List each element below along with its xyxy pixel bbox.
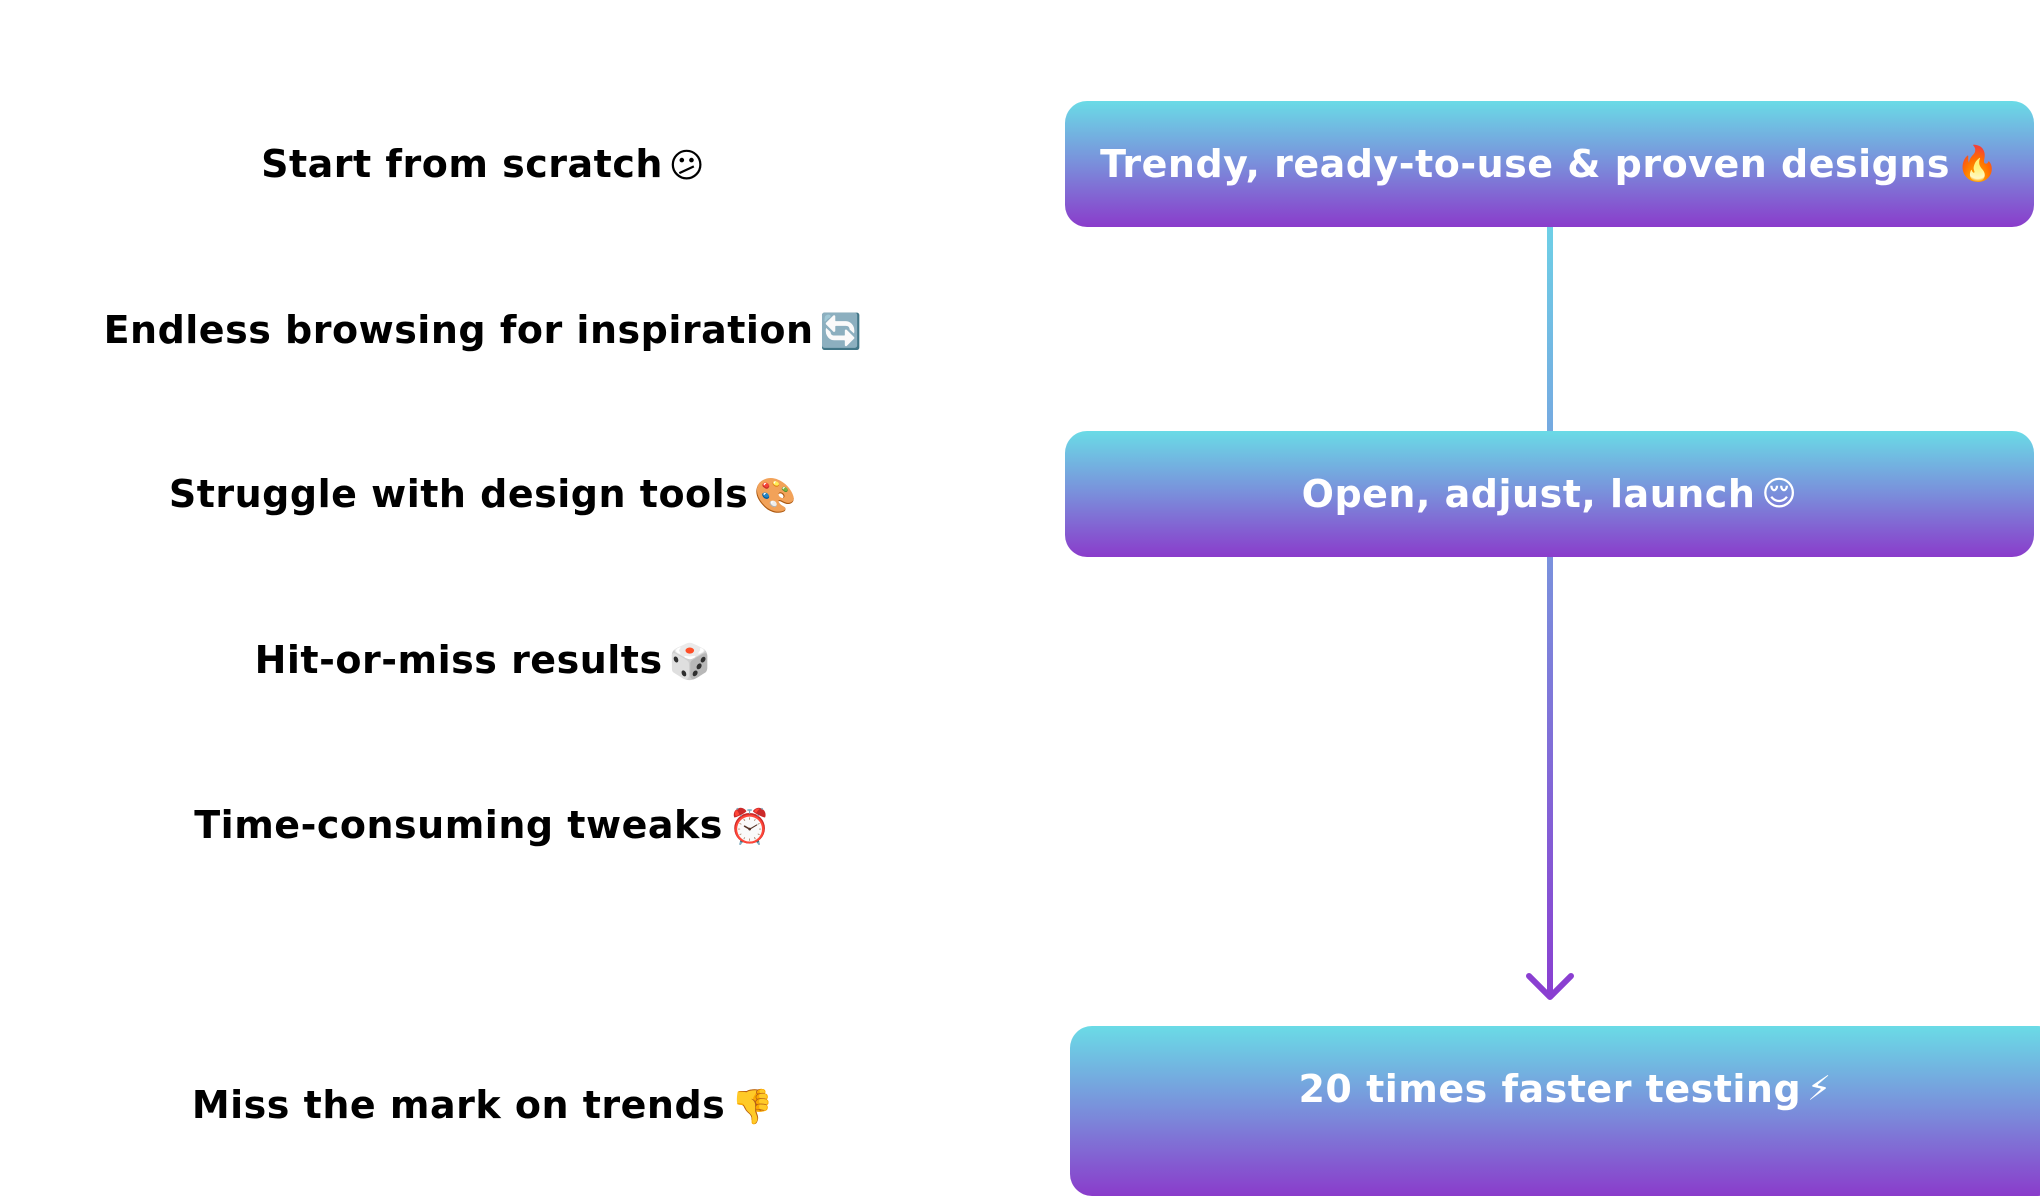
flow-step-label: 20 times faster testing <box>1298 1067 1802 1111</box>
pain-point-label: Struggle with design tools <box>168 472 749 516</box>
thumbs-down-icon: 👎 <box>731 1087 775 1127</box>
pain-point-hit-or-miss: Hit-or-miss results🎲 <box>0 635 966 687</box>
pain-point-label: Miss the mark on trends <box>191 1083 726 1127</box>
alarm-clock-icon: ⏰ <box>728 807 772 847</box>
confused-face-icon: 😕 <box>668 146 705 186</box>
pain-point-struggle-design-tools: Struggle with design tools🎨 <box>0 469 966 521</box>
relieved-face-icon: 😌 <box>1761 474 1798 514</box>
pain-point-label: Hit-or-miss results <box>254 638 663 682</box>
fire-icon: 🔥 <box>1956 144 1999 184</box>
flow-step-faster-testing: 20 times faster testing⚡ <box>1070 1026 2040 1196</box>
pain-point-time-consuming: Time-consuming tweaks⏰ <box>0 800 966 852</box>
pain-point-miss-trends: Miss the mark on trends👎 <box>0 1080 966 1132</box>
pain-point-label: Start from scratch <box>261 142 663 186</box>
pain-point-endless-browsing: Endless browsing for inspiration🔄 <box>0 305 966 357</box>
counterclockwise-arrows-icon: 🔄 <box>819 312 863 352</box>
pain-point-label: Time-consuming tweaks <box>194 803 723 847</box>
arrow-down-icon <box>1526 973 1574 1000</box>
game-die-icon: 🎲 <box>668 642 712 682</box>
flow-step-open-adjust-launch: Open, adjust, launch😌 <box>1065 431 2034 557</box>
flow-step-label: Open, adjust, launch <box>1301 472 1756 516</box>
flow-step-trendy-designs: Trendy, ready-to-use & proven designs🔥 <box>1065 101 2034 227</box>
lightning-icon: ⚡ <box>1807 1069 1832 1109</box>
pain-point-start-from-scratch: Start from scratch😕 <box>0 139 966 191</box>
pain-point-label: Endless browsing for inspiration <box>103 308 814 352</box>
flow-step-label: Trendy, ready-to-use & proven designs <box>1100 142 1950 186</box>
artist-palette-icon: 🎨 <box>754 476 798 516</box>
